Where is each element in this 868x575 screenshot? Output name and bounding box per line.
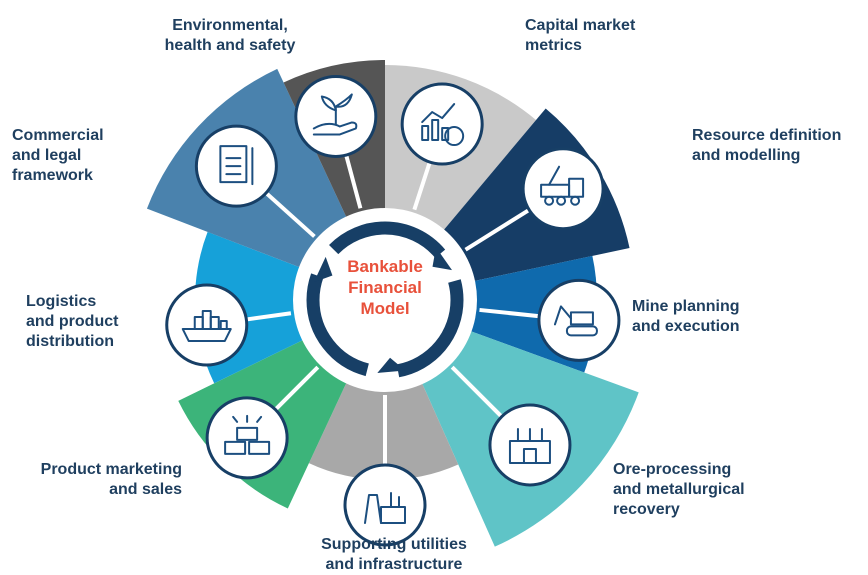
label-commercial-legal: Commercial and legal framework — [12, 127, 104, 184]
icon-group — [165, 74, 621, 547]
chart-dollar-icon — [400, 82, 484, 166]
cargo-ship-icon — [165, 283, 249, 367]
excavator-icon — [537, 278, 621, 362]
label-environmental: Environmental, health and safety — [164, 17, 296, 54]
cycle-arrowhead-0 — [432, 247, 453, 271]
center-hub — [293, 208, 477, 392]
cycle-arrowhead-1 — [377, 357, 406, 373]
label-capital-market: Capital market metrics — [525, 17, 636, 54]
label-logistics: Logistics and product distribution — [26, 293, 119, 350]
contract-icon — [194, 124, 278, 208]
label-resource-definition: Resource definition and modelling — [692, 127, 842, 164]
center-title: Bankable Financial Model — [347, 257, 423, 318]
sector-2 — [385, 255, 597, 373]
drill-truck-icon — [521, 147, 605, 231]
hub-disk — [293, 208, 477, 392]
cycle-arrows — [306, 221, 464, 379]
label-supporting-utilities: Supporting utilities and infrastructure — [321, 536, 467, 573]
gold-bars-icon — [205, 396, 289, 480]
label-ore-processing: Ore-processing and metallurgical recover… — [613, 461, 745, 518]
factory-icon — [488, 403, 572, 487]
plant-hand-icon — [294, 74, 378, 158]
label-product-marketing: Product marketing and sales — [40, 461, 182, 498]
power-plant-icon — [343, 463, 427, 547]
label-mine-planning: Mine planning and execution — [632, 298, 740, 335]
cycle-arrowhead-2 — [313, 256, 333, 283]
